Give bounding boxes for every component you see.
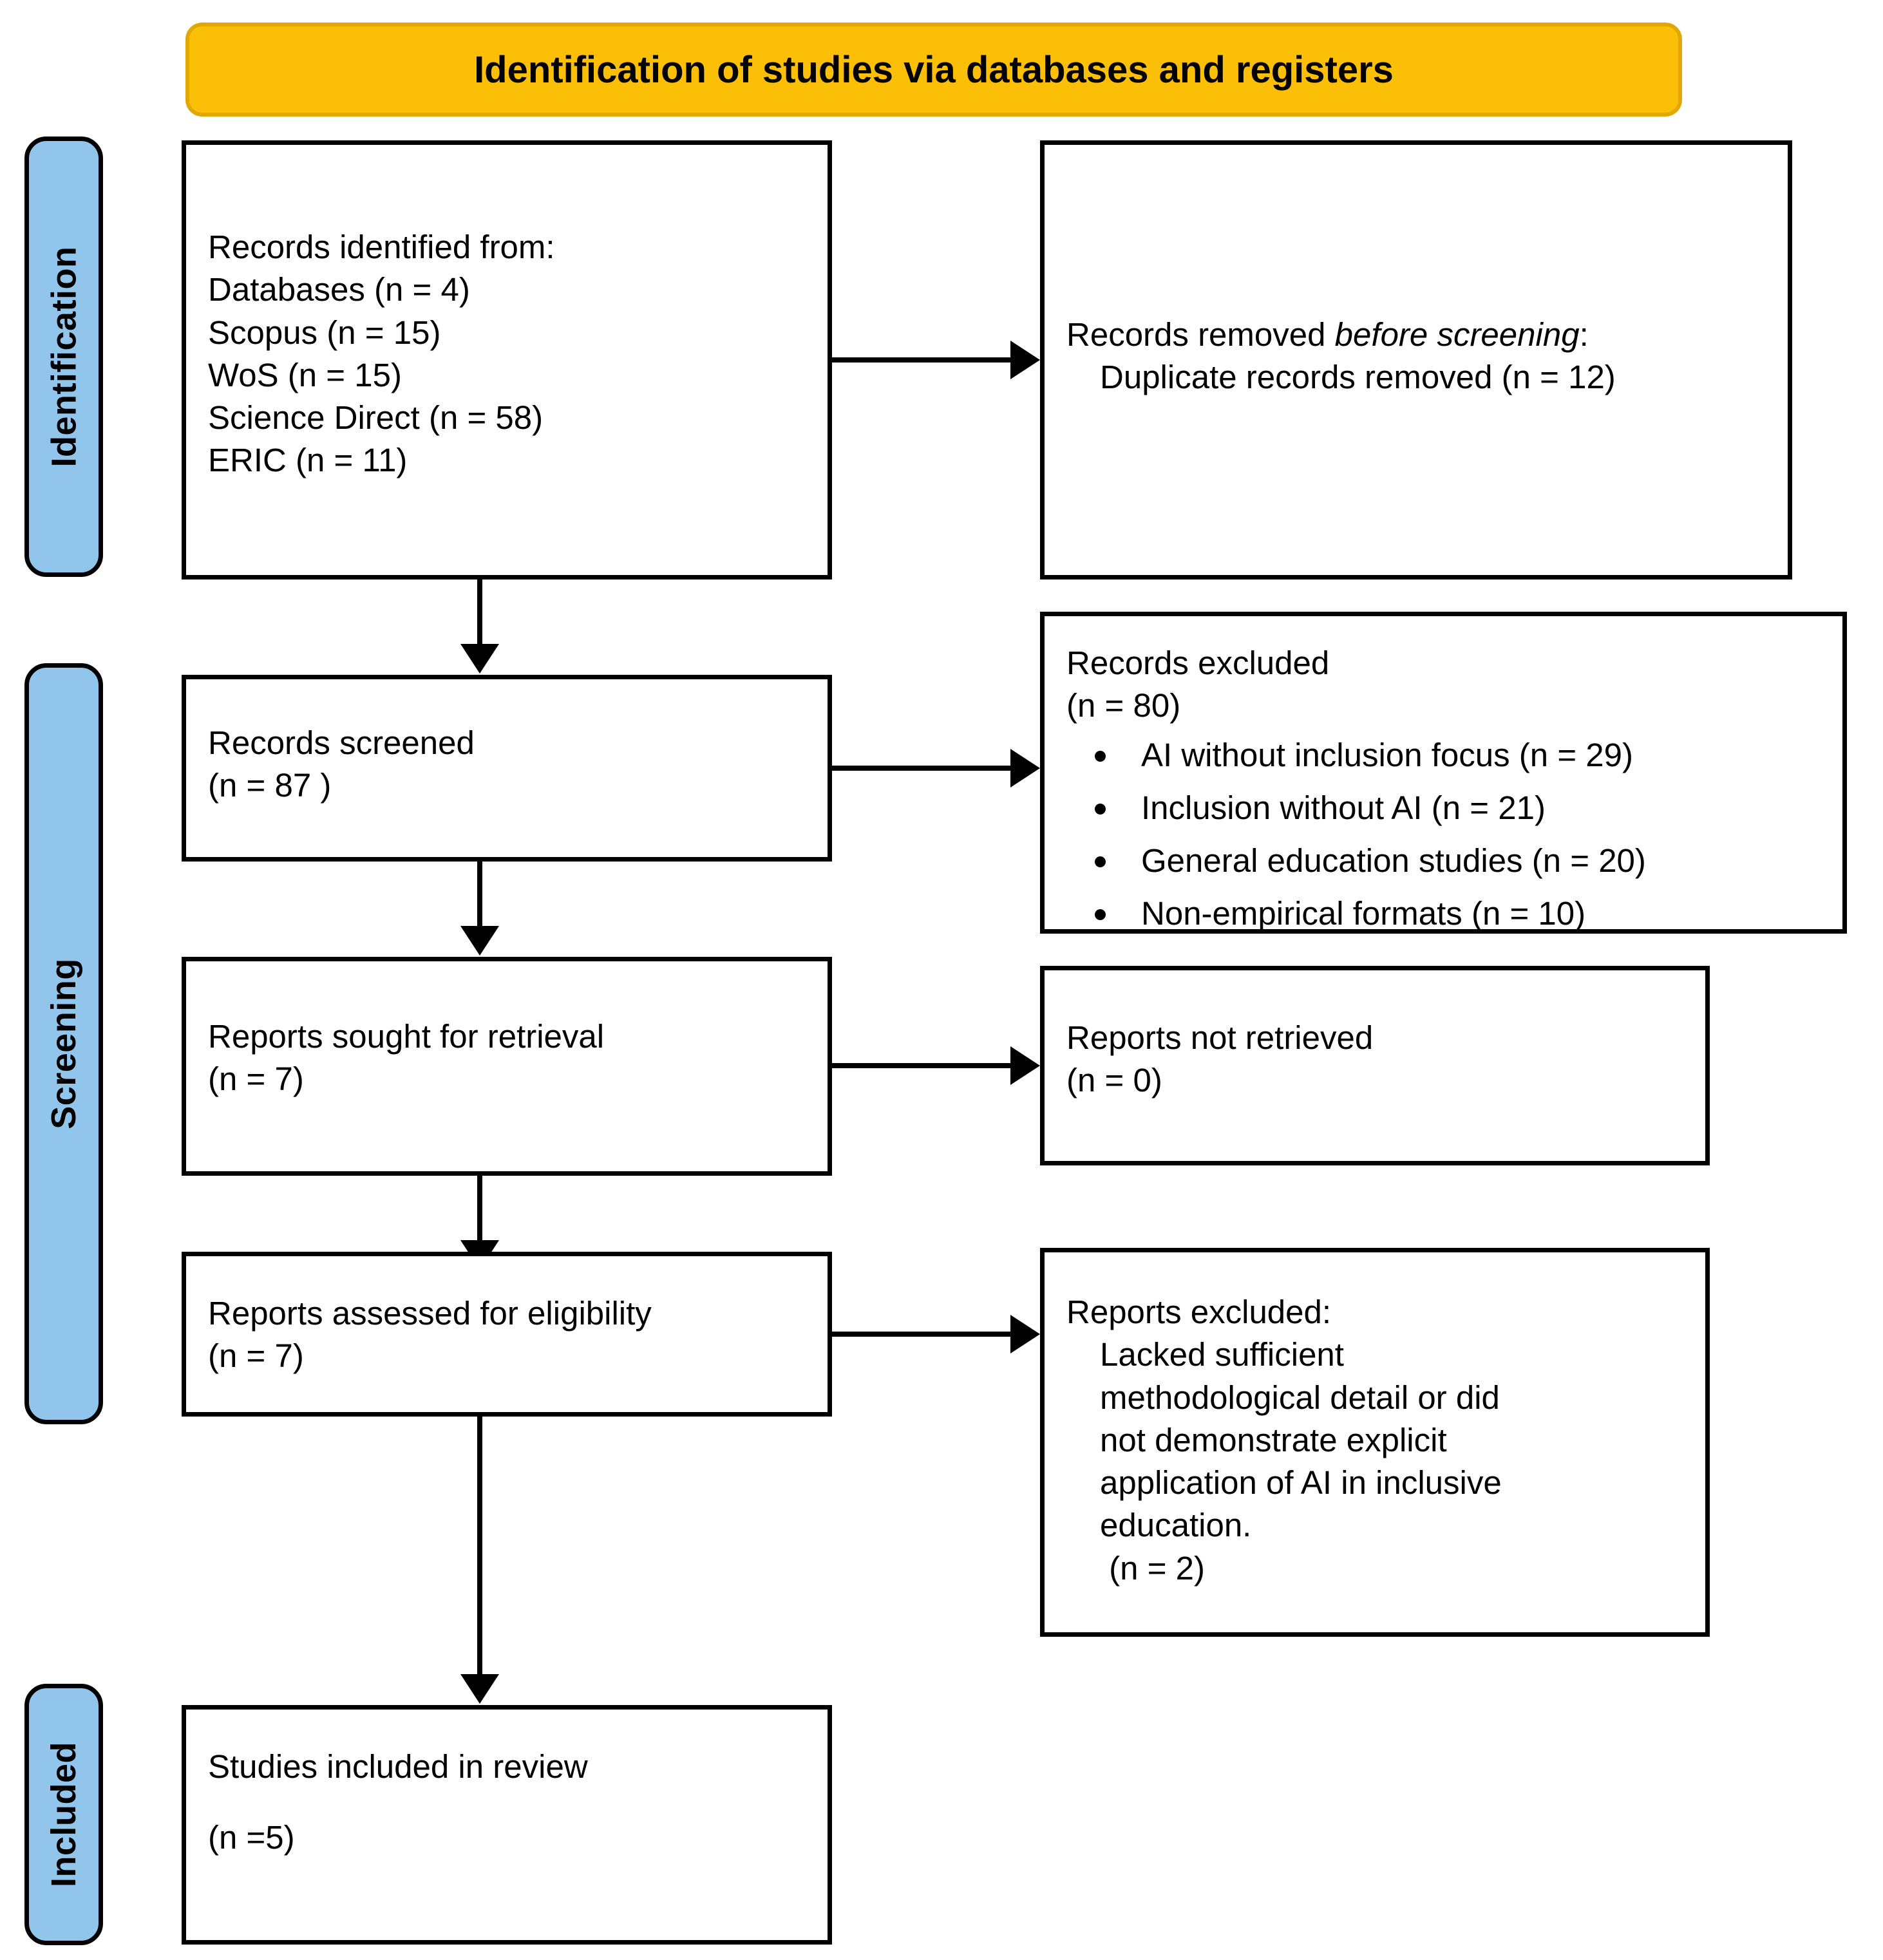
box-reports-not-retrieved: Reports not retrieved (n = 0) [1040, 966, 1710, 1165]
connector-identified-to-screened [477, 580, 482, 650]
records-removed-suffix: : [1579, 316, 1589, 353]
reports-assessed-count: (n = 7) [208, 1337, 304, 1375]
records-identified-source: WoS (n = 15) [208, 356, 402, 393]
records-excluded-reason: AI without inclusion focus (n = 29) [1066, 734, 1821, 777]
stage-label-identification-text: Identification [44, 246, 83, 467]
records-identified-source: Science Direct (n = 58) [208, 399, 544, 437]
records-excluded-reason-list: AI without inclusion focus (n = 29) Incl… [1066, 734, 1821, 936]
records-excluded-reason: Inclusion without AI (n = 21) [1066, 787, 1821, 829]
records-excluded-title: Records excluded [1066, 645, 1330, 681]
arrow-identified-to-removed-icon [1010, 341, 1040, 379]
reports-excluded-reason: methodological detail or did [1100, 1379, 1500, 1416]
reports-excluded-count: (n = 2) [1100, 1549, 1205, 1587]
connector-identified-to-removed [832, 357, 1011, 363]
box-reports-assessed: Reports assessed for eligibility (n = 7) [182, 1252, 832, 1417]
reports-excluded-reason: application of AI in inclusive [1100, 1464, 1502, 1502]
reports-not-retrieved-title: Reports not retrieved [1066, 1019, 1374, 1056]
records-screened-title: Records screened [208, 724, 475, 761]
box-records-removed: Records removed before screening: Duplic… [1040, 140, 1792, 580]
box-records-excluded: Records excluded (n = 80) AI without inc… [1040, 612, 1847, 934]
connector-sought-to-not-retrieved [832, 1063, 1011, 1068]
records-identified-title: Records identified from: [208, 229, 555, 265]
arrow-sought-to-not-retrieved-icon [1010, 1046, 1040, 1085]
stage-label-included-text: Included [44, 1741, 84, 1888]
page-title-banner: Identification of studies via databases … [185, 23, 1682, 117]
records-removed-duplicate: Duplicate records removed (n = 12) [1100, 359, 1616, 396]
records-removed-prefix: Records removed [1066, 316, 1335, 353]
reports-excluded-reason: education. [1100, 1507, 1252, 1544]
arrow-screened-to-sought-icon [460, 926, 499, 956]
records-removed-title: Records removed before screening: [1066, 314, 1766, 356]
records-excluded-reason: General education studies (n = 20) [1066, 840, 1821, 882]
studies-included-count: (n =5) [208, 1819, 295, 1856]
reports-not-retrieved-count: (n = 0) [1066, 1062, 1162, 1099]
stage-label-screening: Screening [24, 663, 103, 1424]
studies-included-title: Studies included in review [208, 1748, 588, 1785]
records-identified-source: ERIC (n = 11) [208, 442, 408, 479]
box-reports-sought: Reports sought for retrieval (n = 7) [182, 957, 832, 1176]
records-removed-italic: before screening [1334, 316, 1580, 353]
connector-sought-to-assessed [477, 1176, 482, 1247]
stage-label-screening-text: Screening [44, 958, 83, 1129]
records-identified-source: Databases (n = 4) [208, 271, 470, 308]
reports-excluded-title: Reports excluded: [1066, 1294, 1332, 1330]
box-records-identified: Records identified from: Databases (n = … [182, 140, 832, 580]
connector-screened-to-sought [477, 862, 482, 932]
connector-assessed-to-included [477, 1417, 482, 1681]
records-identified-source: Scopus (n = 15) [208, 314, 441, 351]
stage-label-identification: Identification [24, 137, 103, 577]
records-screened-count: (n = 87 ) [208, 767, 332, 804]
connector-assessed-to-excluded [832, 1332, 1011, 1337]
reports-sought-title: Reports sought for retrieval [208, 1018, 605, 1055]
arrow-screened-to-excluded-icon [1010, 749, 1040, 787]
box-records-screened: Records screened (n = 87 ) [182, 675, 832, 862]
stage-label-included: Included [24, 1684, 103, 1945]
box-reports-excluded: Reports excluded: Lacked sufficient meth… [1040, 1248, 1710, 1637]
reports-sought-count: (n = 7) [208, 1060, 304, 1098]
records-excluded-reason: Non-empirical formats (n = 10) [1066, 892, 1821, 935]
arrow-identified-to-screened-icon [460, 644, 499, 674]
reports-excluded-reason: Lacked sufficient [1100, 1336, 1344, 1373]
box-studies-included: Studies included in review (n =5) [182, 1705, 832, 1945]
page-title: Identification of studies via databases … [474, 48, 1394, 91]
reports-assessed-title: Reports assessed for eligibility [208, 1295, 652, 1332]
arrow-assessed-to-excluded-icon [1010, 1315, 1040, 1353]
connector-screened-to-excluded [832, 766, 1011, 771]
records-excluded-count: (n = 80) [1066, 687, 1181, 724]
reports-excluded-reason: not demonstrate explicit [1100, 1421, 1447, 1458]
arrow-assessed-to-included-icon [460, 1674, 499, 1704]
